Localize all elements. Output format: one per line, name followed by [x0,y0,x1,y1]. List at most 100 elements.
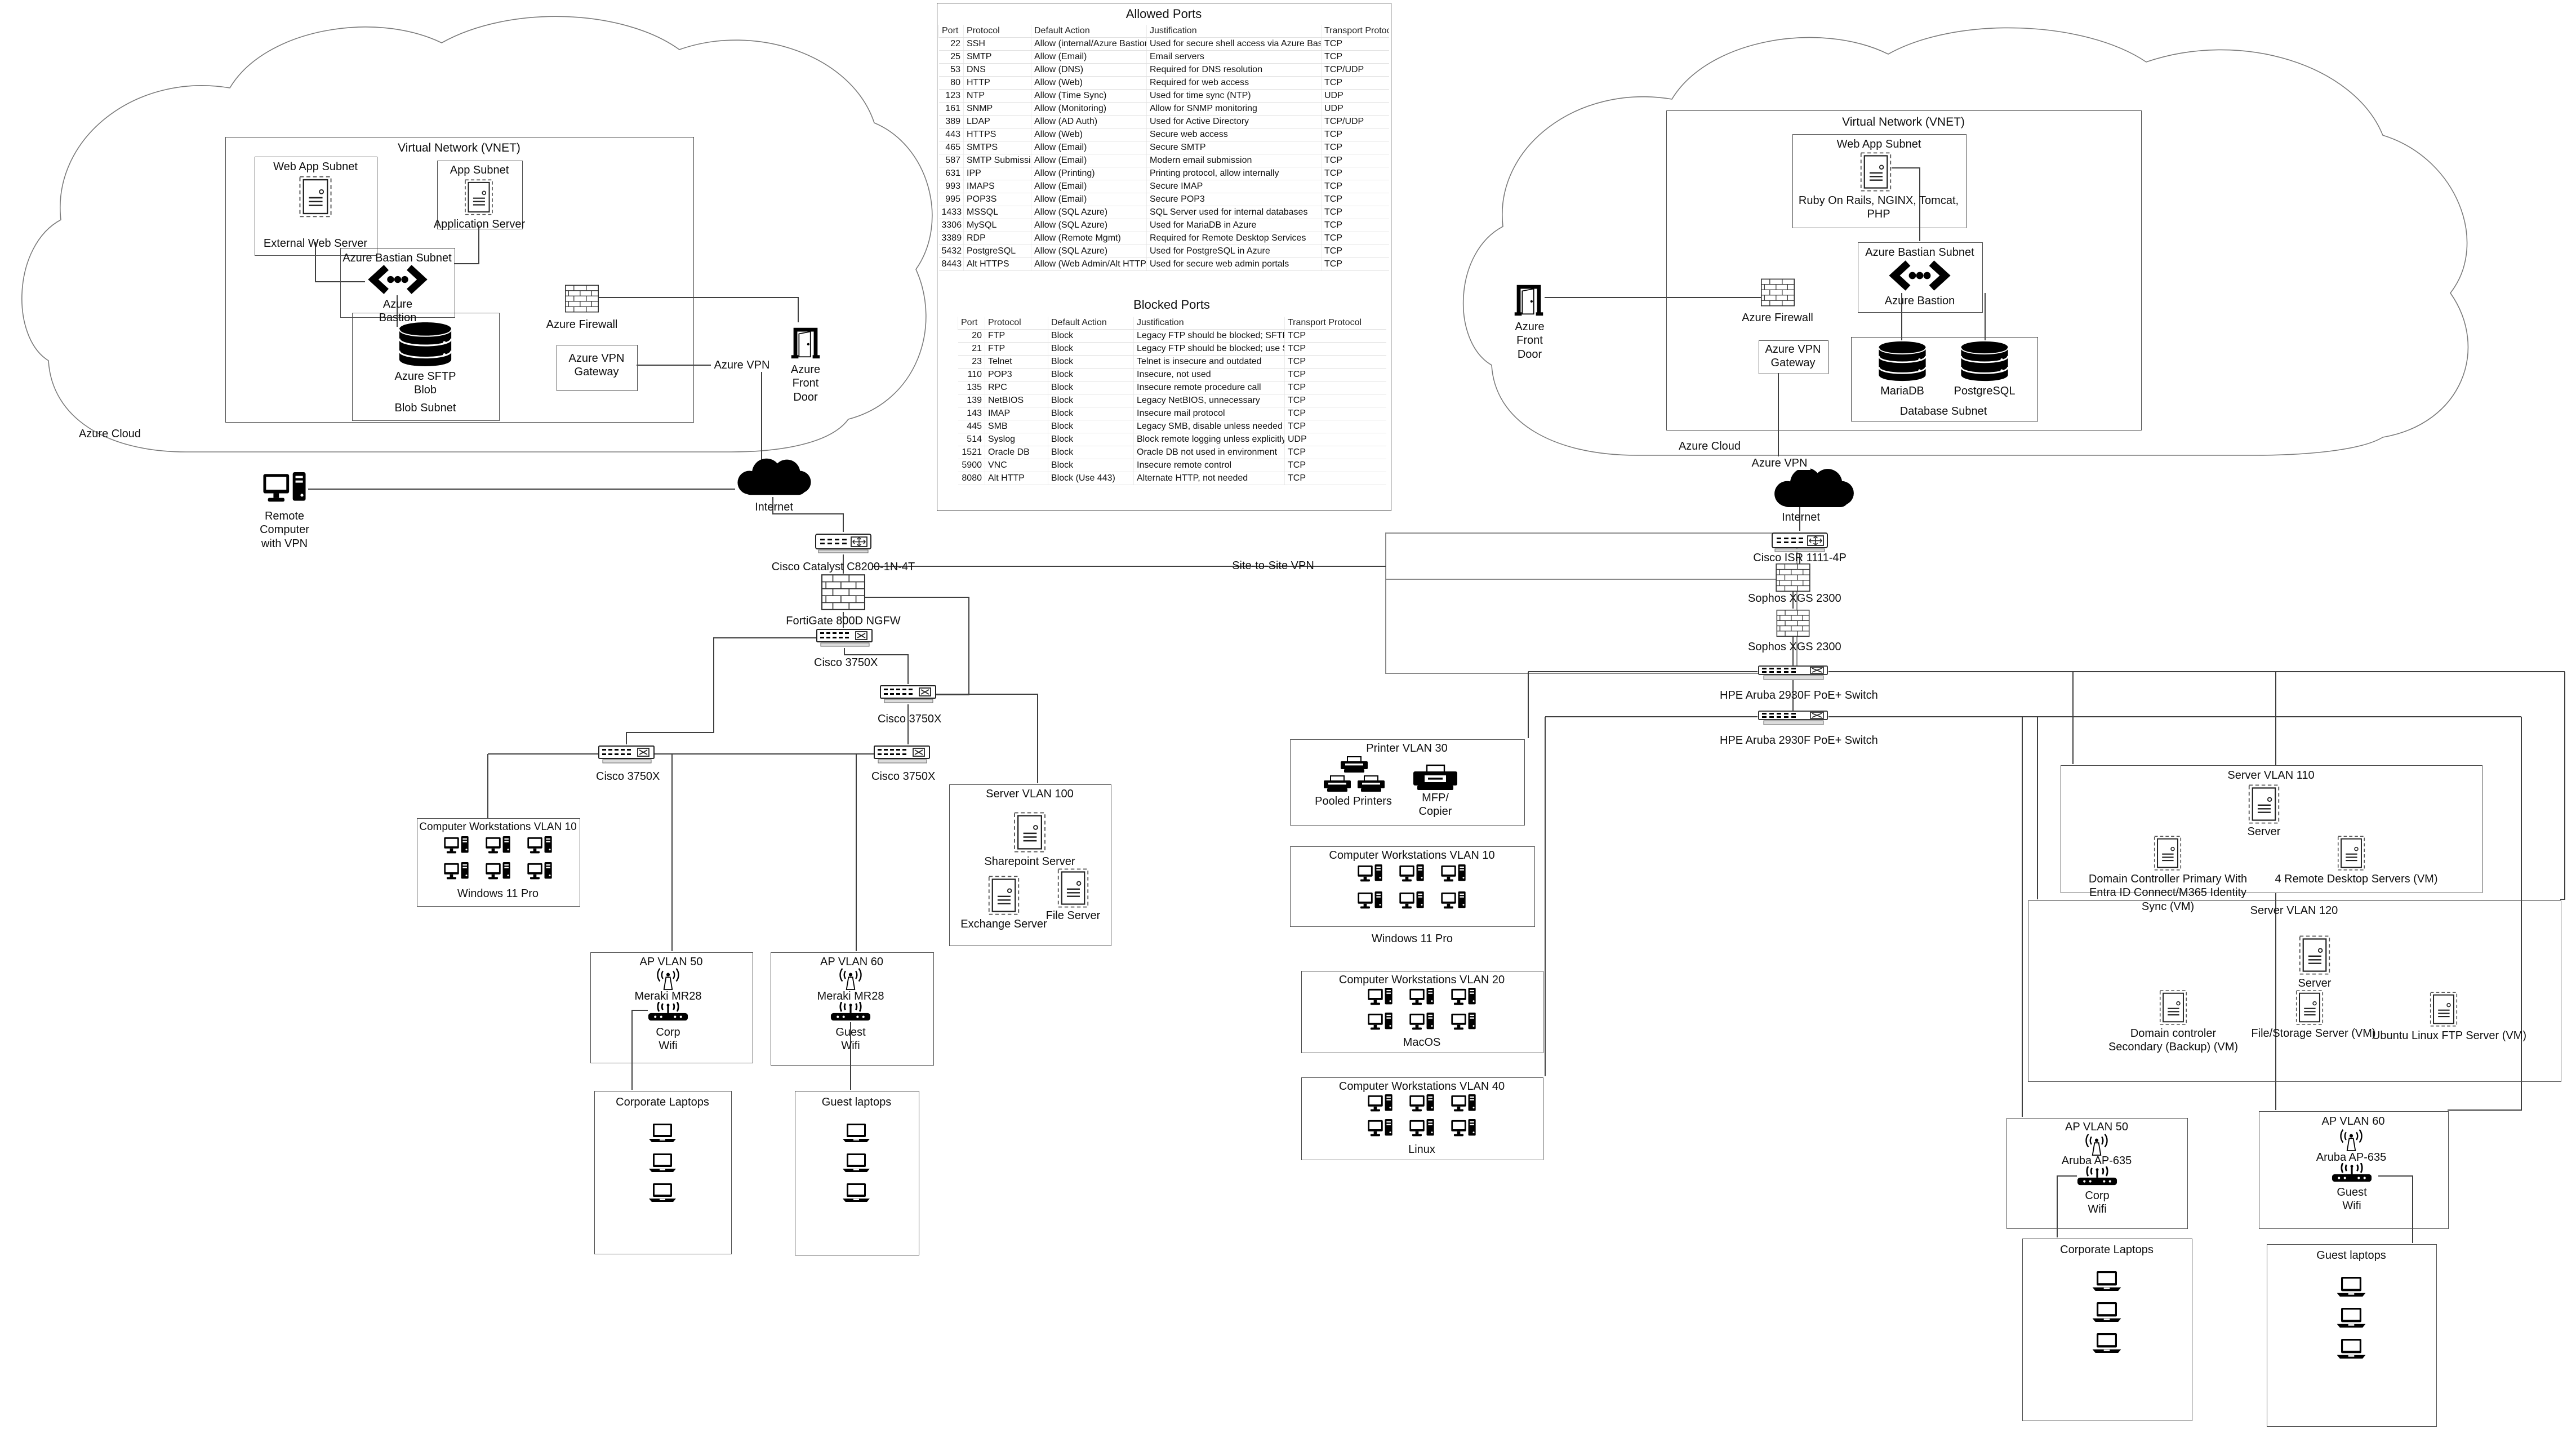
left-guest-laptops-title: Guest laptops [821,1096,892,1108]
right-vlan20-os-label: MacOS [1403,1036,1441,1049]
desktop-icon [1451,1013,1476,1033]
laptop-icon [649,1124,676,1143]
access-point-icon [646,1002,690,1022]
column-header: Protocol [963,25,1031,38]
justification-cell: Oracle DB not used in environment [1133,446,1285,459]
hpe-switch-label-2: HPE Aruba 2930F PoE+ Switch [1720,734,1878,747]
table-row: 514 Syslog Block Block remote logging un… [958,433,1386,446]
justification-cell: Secure SMTP [1146,141,1322,154]
port-cell: 8443 [938,258,964,271]
protocol-cell: Alt HTTP [985,472,1048,485]
postgresql-label: PostgreSQL [1954,385,2016,397]
right-guest-laptops-box [2267,1244,2437,1427]
transport-cell: UDP [1321,102,1389,116]
desktop-icon [444,836,469,856]
port-cell: 5900 [958,459,985,472]
action-cell: Allow (SQL Azure) [1031,206,1147,219]
protocol-cell: RDP [963,232,1031,245]
desktop-icon [1451,988,1476,1008]
laptop-icon [2092,1271,2121,1292]
table-row: 3306 MySQL Allow (SQL Azure) Used for Ma… [938,219,1389,232]
protocol-cell: SMTP Submission [963,154,1031,167]
desktop-icon [1358,891,1382,912]
table-row: 587 SMTP Submission Allow (Email) Modern… [938,154,1389,167]
port-cell: 1521 [958,446,985,459]
column-header: Port [938,25,964,38]
justification-cell: Alternate HTTP, not needed [1133,472,1285,485]
server-icon [2428,992,2459,1027]
front-door-icon [1514,281,1543,318]
port-cell: 389 [938,115,964,128]
left-vpn-gateway-label: Azure VPN Gateway [568,352,625,379]
desktop-icon [1409,988,1434,1008]
sophos-label-1: Sophos XGS 2300 [1748,592,1841,605]
desktop-icon [1358,864,1382,885]
transport-cell: TCP [1284,407,1386,420]
protocol-cell: NetBIOS [985,394,1048,407]
desktop-icon [1368,1119,1392,1139]
justification-cell: Used for Active Directory [1146,115,1322,128]
port-cell: 995 [938,193,964,206]
left-bastion-subnet-box [340,248,455,318]
remote-computer-icon [261,472,308,507]
guest-wifi-label: Guest Wifi [835,1026,866,1053]
left-vnet-title: Virtual Network (VNET) [398,141,520,154]
justification-cell: Insecure remote procedure call [1133,381,1285,394]
table-row: 631 IPP Allow (Printing) Printing protoc… [938,167,1389,180]
left-azure-cloud-outline [21,16,933,452]
remote-computer-label: Remote Computer with VPN [260,510,309,550]
right-vlan20-title: Computer Workstations VLAN 20 [1338,974,1505,986]
laptop-icon [2337,1277,2366,1297]
desktop-icon [444,862,469,882]
left-vnet-box [225,137,694,423]
database-icon [1957,340,2012,382]
left-azure-cloud-label: Azure Cloud [78,428,141,440]
transport-cell: TCP/UDP [1321,115,1389,128]
port-cell: 25 [938,50,964,64]
action-cell: Block [1048,446,1134,459]
right-front-door-label: Azure Front Door [1515,321,1545,361]
table-row: 23 Telnet Block Telnet is insecure and o… [958,355,1386,369]
left-corporate-laptops-box [594,1091,732,1254]
right-bastion-subnet-box [1858,242,1983,313]
sophos-label-2: Sophos XGS 2300 [1748,641,1841,653]
justification-cell: Required for DNS resolution [1146,63,1322,77]
transport-cell: TCP [1284,472,1386,485]
port-cell: 514 [958,433,985,446]
corp-wifi-label: Corp Wifi [656,1026,680,1053]
mfp-copier-icon [1412,764,1459,791]
sv120-ubuntu-ftp-label: Ubuntu Linux FTP Server (VM) [2372,1029,2527,1042]
justification-cell: Used for secure web admin portals [1146,258,1322,271]
right-vlan40-os-label: Linux [1408,1143,1435,1156]
port-cell: 8080 [958,472,985,485]
action-cell: Allow (SQL Azure) [1031,219,1147,232]
action-cell: Block [1048,394,1134,407]
desktop-icon [1399,891,1424,912]
router-icon [1770,531,1829,553]
right-guest-wifi-label: Guest Wifi [2337,1186,2367,1213]
laptop-icon [843,1153,870,1173]
server-vlan110-title: Server VLAN 110 [2227,769,2315,782]
right-ap-vlan50-box [2006,1118,2188,1229]
justification-cell: Secure web access [1146,128,1322,141]
right-web-app-subnet-box [1792,134,1967,228]
desktop-icon [1368,1094,1392,1115]
table-row: 3389 RDP Allow (Remote Mgmt) Required fo… [938,232,1389,245]
column-header: Protocol [985,317,1048,330]
transport-cell: TCP [1321,180,1389,193]
transport-cell: TCP [1321,167,1389,180]
server-vlan100-box [949,784,1111,946]
protocol-cell: VNC [985,459,1048,472]
switch-icon [1758,665,1828,681]
database-icon [396,321,455,367]
column-header: Justification [1146,25,1322,38]
action-cell: Block [1048,459,1134,472]
port-cell: 3389 [938,232,964,245]
justification-cell: SQL Server used for internal databases [1146,206,1322,219]
transport-cell: TCP [1284,368,1386,381]
right-corp-wifi-label: Corp Wifi [2085,1190,2110,1216]
justification-cell: Legacy NetBIOS, unnecessary [1133,394,1285,407]
transport-cell: TCP [1321,219,1389,232]
